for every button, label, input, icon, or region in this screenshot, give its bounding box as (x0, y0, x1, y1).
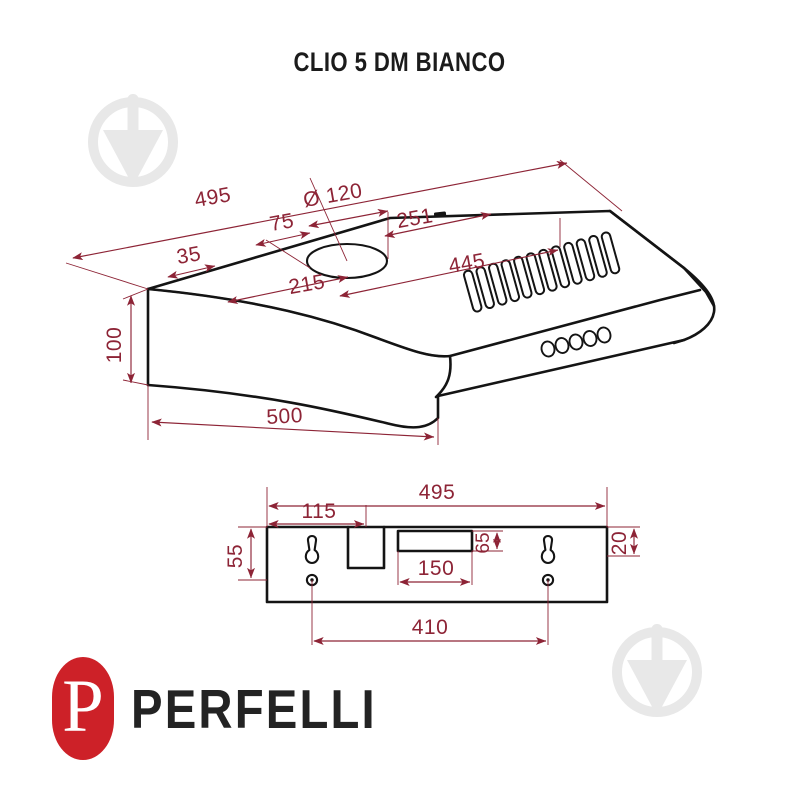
dimension-label-251: 251 (395, 204, 435, 233)
hood-top-right-corner (608, 209, 686, 270)
brand-badge-letter: P (62, 664, 104, 748)
dimension-500 (151, 418, 435, 441)
plumb-bob-watermark-bottom-right (617, 624, 697, 716)
control-button-5[interactable] (596, 326, 612, 344)
dimension-251 (384, 212, 492, 238)
dimension-label-500: 500 (266, 404, 304, 429)
dimension-label-100: 100 (103, 327, 126, 364)
dimension-445 (339, 248, 559, 298)
hood-front-bottom-edge (436, 338, 686, 398)
dimension-label-150: 150 (418, 557, 455, 580)
dimension-label-55: 55 (224, 544, 247, 568)
brand-name: PERFELLI (131, 677, 377, 740)
dimension-label-20: 20 (608, 531, 631, 555)
dimension-label-75: 75 (268, 209, 296, 236)
dimension-120-diameter (308, 208, 389, 229)
isometric-hood-view: 495 Ø 120 75 251 35 215 445 100 500 (65, 159, 716, 445)
control-button-group[interactable] (540, 326, 612, 358)
control-button-4[interactable] (582, 330, 598, 348)
dimension-label-495-bottom: 495 (419, 481, 456, 504)
page-title: CLIO 5 DM BIANCO (293, 47, 506, 77)
brand-badge-icon: P (52, 657, 114, 760)
hood-front-left-round (434, 354, 452, 399)
square-cutout (346, 525, 386, 570)
brand-logo: P PERFELLI (52, 657, 417, 760)
dimension-label-215: 215 (287, 270, 327, 299)
keyhole-slot-left (304, 534, 320, 587)
dimension-75 (255, 231, 311, 247)
dimension-215 (227, 275, 349, 304)
isometric-dimension-lines (65, 159, 623, 445)
plumb-bob-watermark-top-left (93, 94, 173, 186)
dimension-label-495-iso: 495 (193, 183, 233, 212)
bottom-plan-view: 495 115 55 65 150 20 410 (224, 481, 640, 645)
rectangular-cutout-150x65 (396, 529, 474, 553)
dimension-label-410: 410 (412, 616, 449, 639)
grille-slot-group (462, 231, 621, 313)
control-button-3[interactable] (568, 333, 584, 351)
dimension-label-445: 445 (447, 249, 487, 278)
dimension-label-65: 65 (473, 532, 494, 553)
dimension-label-115: 115 (302, 500, 337, 523)
control-button-2[interactable] (554, 337, 570, 355)
dimension-35 (167, 264, 216, 279)
keyhole-slot-right (540, 534, 556, 587)
hood-right-endcap (672, 266, 716, 345)
dimension-label-120: Ø 120 (301, 179, 364, 212)
bottom-dimension-lines (238, 487, 640, 645)
hood-canopy-fold (146, 287, 452, 358)
dimension-label-35: 35 (175, 242, 203, 269)
control-button-1[interactable] (540, 340, 556, 358)
bottom-plate-outline (265, 525, 609, 604)
